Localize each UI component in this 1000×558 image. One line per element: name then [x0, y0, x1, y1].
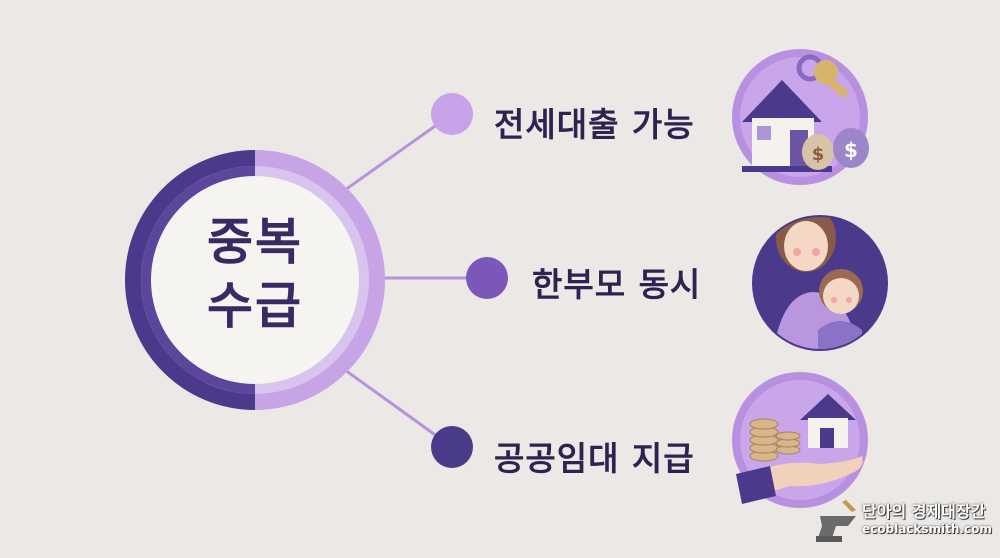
connector-bottom [344, 368, 453, 449]
watermark: 단아의 경제대장간 ecoblacksmith.com [816, 496, 992, 546]
center-circle [125, 150, 385, 410]
svg-text:$: $ [812, 144, 825, 165]
item-label-jeonse-loan: 전세대출 가능 [494, 105, 695, 144]
svg-text:$: $ [844, 138, 858, 162]
anvil-logo-icon [816, 500, 856, 542]
center-label-line1: 중복 [207, 213, 303, 271]
hand-with-house-and-coins-icon [732, 372, 868, 508]
node-dot-bottom [431, 426, 473, 468]
center-label-line2: 수급 [207, 277, 303, 335]
node-dot-middle [466, 257, 508, 299]
house-with-key-and-money-icon: $ $ [732, 49, 869, 185]
item-label-single-parent: 한부모 동시 [532, 265, 702, 304]
watermark-title: 단아의 경제대장간 [862, 502, 986, 521]
node-dot-top [431, 93, 473, 135]
watermark-url: ecoblacksmith.com [862, 522, 992, 536]
connector-top [344, 112, 453, 192]
item-label-public-rental: 공공임대 지급 [494, 439, 695, 478]
mother-and-child-icon [752, 215, 888, 351]
center-label: 중복 수급 [175, 210, 335, 338]
